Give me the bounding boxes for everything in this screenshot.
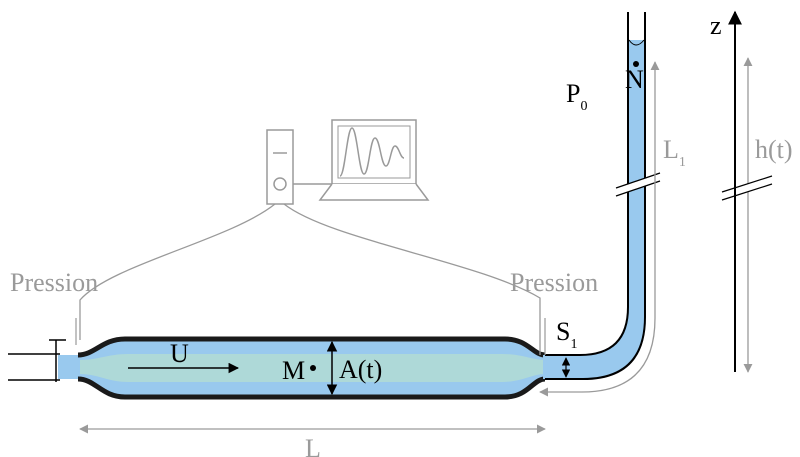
point-n-dot (633, 61, 639, 67)
tube-wall-top (77, 336, 546, 358)
point-m-label: M (282, 356, 305, 385)
area-label: A(t) (339, 355, 382, 384)
z-axis-label: z (710, 11, 722, 40)
section-label: S1 (556, 317, 577, 352)
pressure-label-left: Pression (10, 268, 98, 297)
pressure-label-right: Pression (510, 268, 598, 297)
inlet-pipe (8, 339, 80, 382)
meniscus (628, 39, 645, 46)
sensor-lead-left (79, 203, 276, 340)
pressure-zero-label: P0 (566, 79, 587, 114)
damped-oscillation-icon (339, 127, 405, 177)
length-label: L (305, 434, 321, 457)
velocity-label: U (170, 339, 189, 368)
column-wall-inner (545, 12, 629, 356)
point-m-dot (310, 365, 316, 371)
point-n-label: N (625, 65, 644, 94)
height-arrow (721, 57, 773, 373)
column-length-label: L1 (663, 135, 686, 170)
pressure-sensor-icon (266, 129, 332, 205)
monitor-icon (318, 119, 430, 201)
sensor-lead-right (283, 203, 541, 355)
height-label: h(t) (755, 135, 793, 164)
column-length-arrow (539, 61, 660, 397)
tube-wall-bottom (77, 376, 546, 400)
